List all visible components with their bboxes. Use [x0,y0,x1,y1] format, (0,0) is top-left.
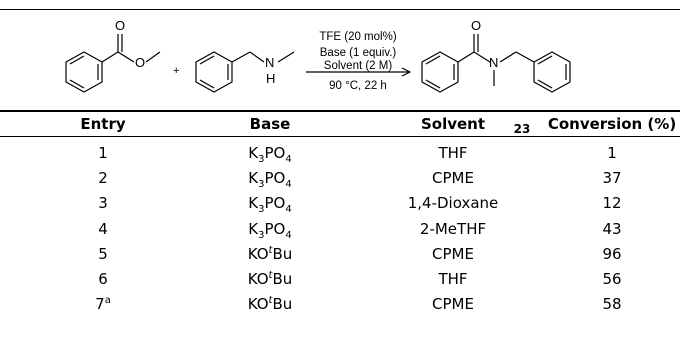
cell-entry: 7a [95,295,111,314]
plus-sign: + [173,65,179,77]
cell-conversion: 12 [602,194,622,213]
cell-conversion: 56 [602,270,622,288]
header-solvent: Solvent [420,115,486,133]
cell-entry: 4 [98,219,108,238]
condition-solvent: Solvent (2 M) [324,60,393,72]
cell-base: KOtBu [247,270,293,288]
cell-solvent: 2-MeTHF [419,219,487,238]
header-conversion: Conversion (%) [547,115,677,133]
cell-conversion: 43 [602,219,622,238]
cell-solvent: CPME [432,295,474,314]
cell-conversion: 58 [602,295,622,314]
header-entry: Entry [80,115,126,133]
cell-solvent: CPME [432,169,474,188]
entry-footnote-mark: a [104,295,111,307]
atom-n-amine: N [265,55,274,70]
product-compound-label: 23 [513,122,531,136]
cell-conversion: 96 [602,244,622,263]
cell-entry: 3 [98,194,108,213]
header-rule [0,110,680,112]
subheader-rule [0,136,680,137]
cell-base: K3PO4 [248,169,292,191]
n-methylbenzylamine-structure [195,51,295,93]
header-base: Base [249,115,291,133]
atom-n-amide: N [489,55,498,70]
cell-solvent: 1,4-Dioxane [407,194,499,213]
cell-conversion: 37 [602,169,622,188]
atom-o-ester: O [135,55,145,70]
condition-temp-time: 90 °C, 22 h [329,80,387,92]
cell-base: K3PO4 [248,219,292,241]
cell-base: KOtBu [247,295,293,314]
cell-solvent: THF [438,144,468,162]
reaction-scheme: O O + N H O N TFE (20 mol%) Base (1 equi… [65,18,571,93]
cell-base: K3PO4 [248,194,292,216]
atom-o-ester-carbonyl: O [115,18,125,33]
cell-base: KOtBu [247,244,293,263]
cell-entry: 6 [98,270,108,288]
condition-catalyst: TFE (20 mol%) [319,31,396,43]
cell-entry: 2 [98,169,108,188]
methyl-benzoate-structure [65,34,161,93]
cell-entry: 5 [98,244,108,263]
product-amide-structure [421,34,571,93]
condition-base: Base (1 equiv.) [320,47,397,59]
top-rule [0,9,680,10]
cell-solvent: THF [438,270,468,288]
cell-conversion: 1 [607,144,617,162]
cell-entry: 1 [98,144,108,162]
atom-h-amine: H [266,71,275,86]
cell-base: K3PO4 [248,144,292,165]
atom-o-amide: O [471,18,481,33]
cell-solvent: CPME [432,244,474,263]
